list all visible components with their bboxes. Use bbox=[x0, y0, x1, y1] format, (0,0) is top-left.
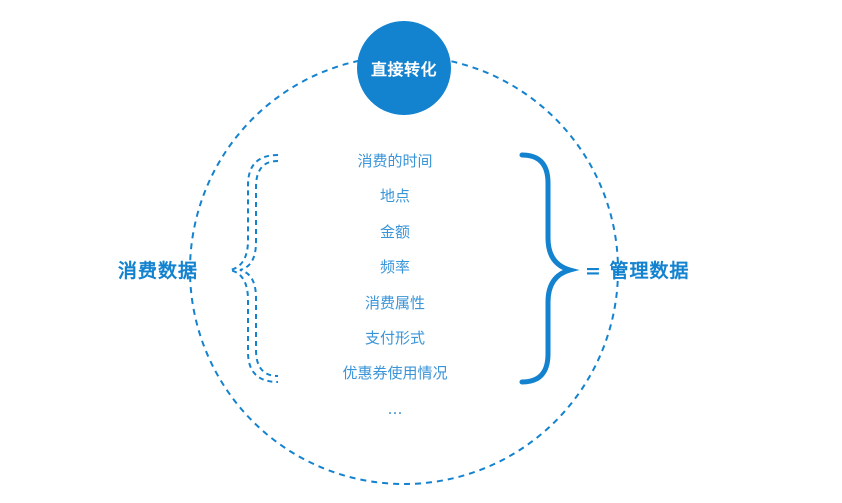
list-item: … bbox=[387, 399, 403, 418]
list-item: 消费属性 bbox=[364, 293, 425, 312]
top-circle-badge: 直接转化 bbox=[357, 21, 451, 115]
right-label: = 管理数据 bbox=[585, 260, 690, 282]
left-dashed-brace-inner bbox=[239, 160, 279, 377]
item-list: 消费的时间 地点 金额 频率 消费属性 支付形式 优惠券使用情况 … bbox=[300, 146, 490, 429]
outer-dashed-circle bbox=[189, 55, 619, 485]
list-item: 频率 bbox=[379, 258, 410, 277]
left-dashed-brace bbox=[229, 154, 279, 383]
right-solid-brace bbox=[519, 152, 580, 385]
left-label: 消费数据 bbox=[118, 260, 199, 282]
list-item: 金额 bbox=[379, 222, 410, 241]
top-label: 直接转化 bbox=[370, 60, 437, 79]
list-item: 消费的时间 bbox=[357, 152, 433, 170]
list-item: 优惠券使用情况 bbox=[342, 364, 448, 383]
list-item: 支付形式 bbox=[364, 328, 425, 347]
list-item: 地点 bbox=[379, 187, 410, 206]
